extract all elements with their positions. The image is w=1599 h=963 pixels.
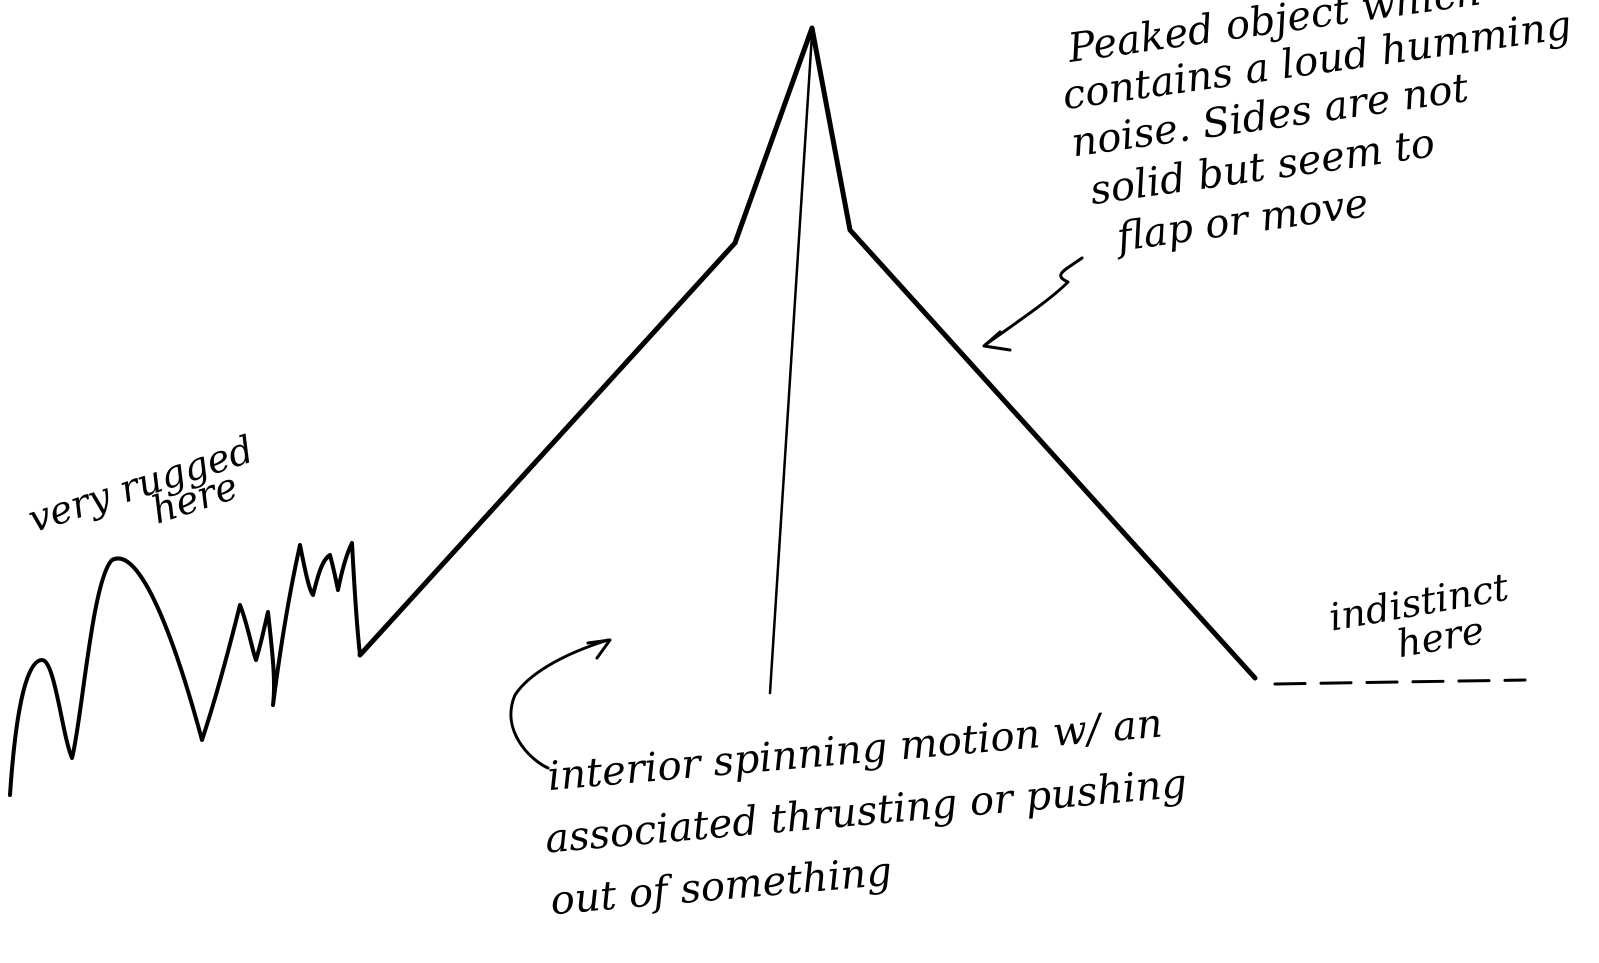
- side-arrow-head: [982, 330, 1012, 352]
- peaked-object-outline: [357, 25, 1258, 681]
- interior-note-line-3: out of something: [549, 849, 894, 925]
- interior-arrow-head: [586, 638, 612, 660]
- peak-description-note: Peaked object which contains a loud humm…: [1060, 0, 1574, 261]
- indistinct-note: indistinct here: [1326, 565, 1513, 667]
- indistinct-dashed-line: [1273, 678, 1527, 686]
- rugged-terrain: [8, 541, 362, 797]
- rugged-note: very rugged here: [23, 427, 259, 541]
- center-axis-line: [768, 32, 814, 695]
- interior-note: interior spinning motion w/ an associate…: [543, 701, 1189, 925]
- interior-arrow-line: [509, 638, 610, 770]
- side-arrow-line: [983, 256, 1084, 347]
